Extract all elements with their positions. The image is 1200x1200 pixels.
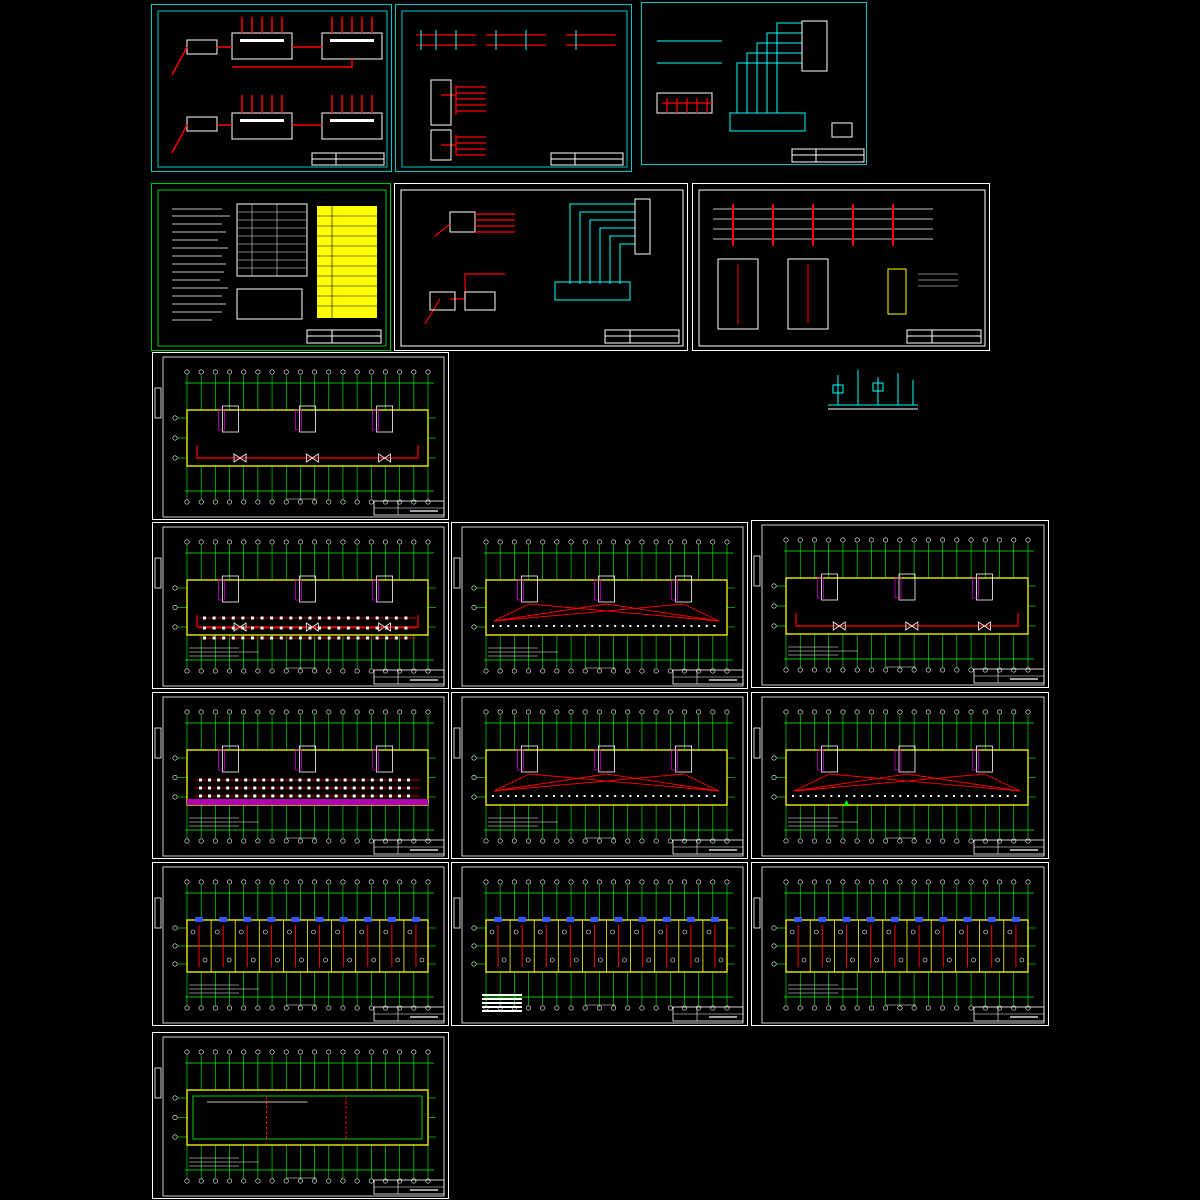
sheet-design-notes-legend[interactable] bbox=[151, 183, 391, 351]
diagram-graphic bbox=[400, 189, 684, 347]
floor-plan-graphic bbox=[154, 526, 445, 687]
diagram-graphic bbox=[656, 20, 865, 163]
sheet-floor-plan-9[interactable] bbox=[451, 862, 748, 1026]
floor-plan-graphic bbox=[154, 866, 445, 1024]
notes-graphic bbox=[157, 189, 387, 347]
floor-plan-graphic bbox=[453, 526, 744, 687]
sheet-distribution-diagram[interactable] bbox=[692, 183, 990, 351]
floor-plan-graphic bbox=[154, 356, 445, 518]
diagram-graphic bbox=[157, 10, 388, 168]
sheet-floor-plan-8[interactable] bbox=[152, 862, 449, 1026]
floor-plan-graphic bbox=[753, 696, 1045, 857]
sheet-system-diagram-2[interactable] bbox=[395, 4, 632, 172]
sheet-system-diagram-4[interactable] bbox=[394, 183, 688, 351]
diagram-graphic bbox=[698, 189, 986, 347]
floor-plan-graphic bbox=[453, 696, 744, 857]
sheet-floor-plan-5[interactable] bbox=[152, 692, 449, 859]
floor-plan-graphic bbox=[753, 524, 1045, 686]
floor-plan-graphic bbox=[453, 866, 744, 1024]
sheet-floor-plan-1[interactable] bbox=[152, 352, 449, 520]
sheet-floor-plan-7[interactable] bbox=[751, 692, 1049, 859]
floor-plan-graphic bbox=[753, 866, 1045, 1024]
sheet-system-diagram-3[interactable] bbox=[641, 2, 867, 165]
floor-plan-graphic bbox=[154, 1036, 445, 1197]
sheet-floor-plan-11[interactable] bbox=[152, 1032, 449, 1199]
sheet-floor-plan-3[interactable] bbox=[451, 522, 748, 689]
sheet-floor-plan-6[interactable] bbox=[451, 692, 748, 859]
sheet-floor-plan-2[interactable] bbox=[152, 522, 449, 689]
sheet-floor-plan-10[interactable] bbox=[751, 862, 1049, 1026]
diagram-graphic bbox=[401, 10, 628, 168]
sheet-floor-plan-4[interactable] bbox=[751, 520, 1049, 688]
sheet-system-diagram-1[interactable] bbox=[151, 4, 392, 172]
floor-plan-graphic bbox=[154, 696, 445, 857]
detail-snippet bbox=[828, 370, 918, 410]
